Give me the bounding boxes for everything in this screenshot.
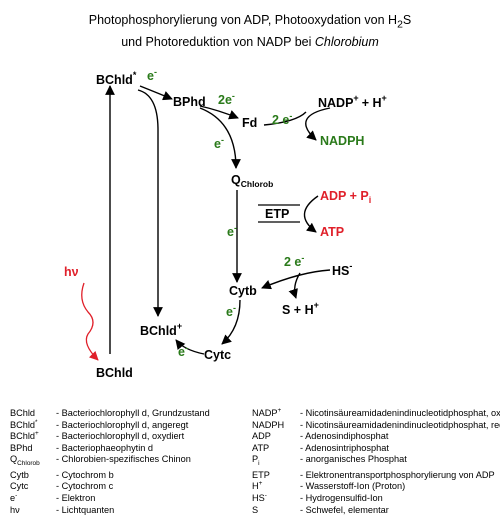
legend-description: - Adenosindiphosphat [300,431,389,442]
legend-description: - Elektronentransportphosphorylierung vo… [300,469,495,480]
legend-row: BChld+ - Bacteriochlorophyll d, oxydiert [10,430,210,443]
legend-key: BChld+ [10,430,39,442]
legend-key: S [252,504,259,515]
legend-description: - Nicotinsäureamidadenindinucleotidphosp… [300,408,500,418]
legend-description: - Chlorobien-spezifisches Chinon [56,454,191,465]
legend-left: BChld - Bacteriochlorophyll d, Grundzusta… [10,408,210,516]
node-bchld-star: BChld* [96,70,137,87]
legend-key: NADPH [252,419,285,430]
legend-row: HS- - Hydrogensulfid-Ion [252,491,500,505]
legend-key: BChld* [10,418,38,430]
legend-row: ADP - Adenosindiphosphat [252,431,500,443]
legend-description: - Wasserstoff-Ion (Proton) [300,481,406,492]
legend-key: hν [10,504,20,515]
legend-row: Cytc - Cytochrom c [10,481,210,493]
node-atp: ATP [320,225,344,239]
legend-description: - Nicotinsäureamidadenindinucleotidphosp… [300,419,500,430]
arrow-nadp-to-nadph [305,107,331,141]
arrow-fd-to-nadph [263,111,307,126]
legend-key: QChlorob [10,454,40,468]
legend-description: - Bacteriochlorophyll d, angeregt [56,419,189,430]
legend-row: QChlorob - Chlorobien-spezifisches Chinon [10,454,210,469]
legend-key: ETP [252,469,270,480]
node-hs: HS- [332,261,352,278]
legend-row: hν - Lichtquanten [10,505,210,517]
electron-label-4: e- [214,135,224,151]
legend-key: NADP+ [252,406,282,418]
legend-key: Cytc [10,481,29,492]
legend-row: NADPH - Nicotinsäureamidadenindinucleotid… [252,420,500,432]
arrow-bchld-star-to-bphd [139,85,173,101]
legend-description: - Bacteriochlorophyll d, Grundzustand [56,408,210,418]
legend-key: BChld [10,408,36,418]
node-bphd: BPhd [173,95,206,109]
node-s-h: S + H+ [282,300,319,317]
legend-row: e- - Elektron [10,491,210,505]
legend-key: Cytb [10,469,29,480]
legend-row: H+ - Wasserstoff-Ion (Proton) [252,481,500,493]
electron-label-6: 2 e- [284,253,304,269]
legend-row: BChld - Bacteriochlorophyll d, Grundzusta… [10,408,210,420]
light-quanta-label: hν [64,265,79,279]
legend-row: S - Schwefel, elementar [252,505,500,517]
legend-description: - Adenosintriphosphat [300,442,389,453]
arrow-light [81,282,99,361]
legend-description: - Elektron [56,492,96,503]
arrow-bchld-star-to-bchld-plus [137,89,163,317]
electron-label-7: e- [226,303,236,319]
legend-key: HS- [252,491,267,503]
legend-key: BPhd [10,442,33,453]
legend-row: ETP - Elektronentransportphosphorylierung… [252,470,500,482]
legend-key: ADP [252,431,271,442]
legend-description: - Bacteriophaeophytin d [56,442,154,453]
node-bchld-plus: BChld+ [140,321,182,338]
electron-label-8: e- [178,343,188,359]
legend-description: - Schwefel, elementar [300,504,389,515]
arrow-cytc-to-bchld-plus [175,339,205,355]
legend-description: - Hydrogensulfid-Ion [300,492,383,503]
electron-label-3: 2 e- [272,111,292,127]
legend-key: e- [10,491,18,503]
arrow-bphd-to-fd [199,105,239,120]
reaction-diagram: BChld* BPhd Fd NADP++ H+ NADPH QChlorob … [64,67,387,380]
legend-row: Cytb - Cytochrom b [10,470,210,482]
legend-description: - Cytochrom c [56,481,114,492]
legend-row: ATP - Adenosintriphosphat [252,443,500,455]
diagram-title: Photophosphorylierung von ADP, Photooxyd… [0,12,500,51]
legend-key: ATP [252,442,270,453]
arrow-adp-to-atp [303,195,319,233]
arrow-hs-to-s [288,272,301,299]
title-line-2: und Photoreduktion von NADP bei Chlorobi… [121,34,379,49]
node-etp: ETP [265,207,289,221]
node-adp-pi: ADP + Pi [320,189,371,205]
node-fd: Fd [242,116,257,130]
title-line-1: Photophosphorylierung von ADP, Photooxyd… [88,13,412,31]
arrow-bphd-to-q [199,107,241,169]
node-q-chlorob: QChlorob [231,173,273,189]
node-nadp-plus: NADP++ H+ [318,93,387,110]
legend-row: BChld* - Bacteriochlorophyll d, angeregt [10,418,210,432]
electron-label-2: 2e- [218,91,235,107]
node-cytc: Cytc [204,348,231,362]
legend-description: - Lichtquanten [56,504,115,515]
arrow-hs-to-cytb [261,269,331,290]
legend-row: NADP+ - Nicotinsäureamidadenindinucleotid… [252,406,500,420]
legend-key: H+ [252,480,263,492]
legend-row: BPhd - Bacteriophaeophytin d [10,443,210,455]
electron-label-1: e- [147,67,157,83]
node-nadph: NADPH [320,134,364,148]
node-cytb: Cytb [229,284,257,298]
legend-key: Pi [252,454,260,468]
legend-description: - Bacteriochlorophyll d, oxydiert [56,431,185,442]
electron-label-5: e- [227,223,237,239]
legend-description: - anorganisches Phosphat [300,454,407,465]
arrow-cytb-to-cytc [221,299,241,345]
node-bchld: BChld [96,366,133,380]
legend-row: Pi - anorganisches Phosphat [252,454,500,469]
legend-right: NADP+ - Nicotinsäureamidadenindinucleotid… [252,406,500,517]
legend-description: - Cytochrom b [56,469,114,480]
